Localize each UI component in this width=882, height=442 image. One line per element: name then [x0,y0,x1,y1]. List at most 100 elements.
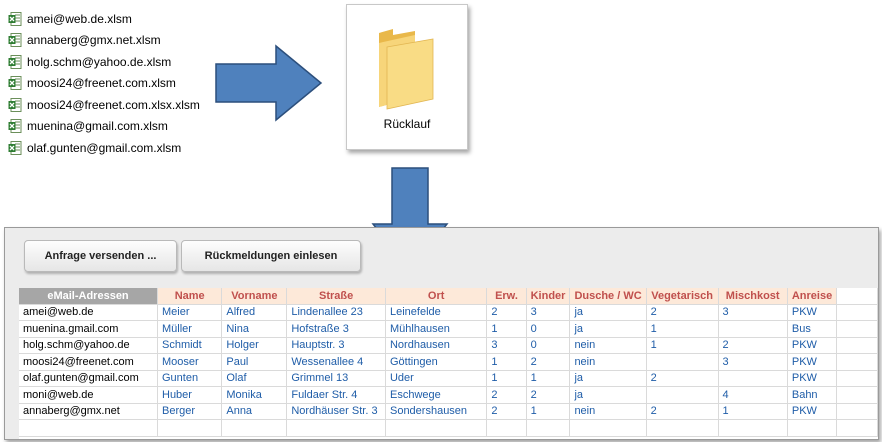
send-request-button[interactable]: Anfrage versenden ... [24,240,177,272]
column-header[interactable]: Kinder [526,288,571,305]
table-cell[interactable]: 1 [718,403,788,420]
table-cell[interactable]: muenina.gmail.com [19,320,158,338]
table-cell[interactable]: Olaf [221,370,288,387]
table-cell[interactable]: 3 [486,337,527,354]
table-cell[interactable]: 0 [526,320,571,338]
column-header[interactable]: Erw. [486,288,527,305]
table-cell[interactable]: ja [569,370,647,387]
table-cell[interactable] [526,419,571,437]
table-cell[interactable]: Mühlhausen [385,320,488,338]
read-responses-button[interactable]: Rückmeldungen einlesen [181,240,361,272]
file-item[interactable]: moosi24@freenet.com.xlsx.xlsm [8,94,200,116]
table-cell[interactable]: Hofstraße 3 [286,320,386,338]
table-cell[interactable]: 1 [646,337,719,354]
table-cell[interactable]: 1 [526,370,571,387]
table-cell[interactable]: annaberg@gmx.net [19,403,158,420]
table-cell[interactable]: ja [569,304,647,321]
table-cell[interactable]: Anna [221,403,288,420]
table-cell[interactable]: Müller [157,320,223,338]
file-item[interactable]: muenina@gmail.com.xlsm [8,116,200,138]
table-cell[interactable]: ja [569,320,647,338]
file-item[interactable]: holg.schm@yahoo.de.xlsm [8,51,200,73]
column-header[interactable]: eMail-Adressen [19,288,158,305]
column-header[interactable]: Mischkost [718,288,788,305]
table-cell[interactable]: moni@web.de [19,386,158,404]
table-cell[interactable]: Meier [157,304,223,321]
table-cell[interactable]: PKW [787,337,838,354]
column-header[interactable]: Dusche / WC [569,288,647,305]
table-cell[interactable]: Berger [157,403,223,420]
table-cell[interactable]: Bus [787,320,838,338]
column-header[interactable]: Name [157,288,223,305]
column-header[interactable]: Vegetarisch [646,288,719,305]
table-cell[interactable]: Gunten [157,370,223,387]
table-cell[interactable] [646,353,719,371]
table-cell[interactable]: 1 [646,320,719,338]
table-cell[interactable]: Holger [221,337,288,354]
file-item[interactable]: olaf.gunten@gmail.com.xlsm [8,137,200,159]
table-cell[interactable] [836,353,878,371]
table-cell[interactable]: holg.schm@yahoo.de [19,337,158,354]
file-item[interactable]: moosi24@freenet.com.xlsm [8,73,200,95]
table-cell[interactable]: nein [569,353,647,371]
table-cell[interactable] [718,419,788,437]
table-cell[interactable]: Nordhäuser Str. 3 [286,403,386,420]
table-cell[interactable]: 3 [718,304,788,321]
table-cell[interactable] [836,403,878,420]
table-cell[interactable]: 2 [526,386,571,404]
table-cell[interactable]: Huber [157,386,223,404]
table-cell[interactable]: Grimmel 13 [286,370,386,387]
table-cell[interactable]: 2 [486,304,527,321]
table-cell[interactable]: Uder [385,370,488,387]
table-cell[interactable]: nein [569,337,647,354]
table-cell[interactable]: PKW [787,370,838,387]
table-cell[interactable] [787,419,838,437]
column-header[interactable]: Straße [286,288,386,305]
table-cell[interactable]: 2 [486,403,527,420]
table-cell[interactable]: Alfred [221,304,288,321]
table-cell[interactable]: 2 [646,304,719,321]
table-cell[interactable] [646,386,719,404]
table-cell[interactable] [836,320,878,338]
table-cell[interactable]: Sondershausen [385,403,488,420]
table-cell[interactable]: Schmidt [157,337,223,354]
table-cell[interactable] [19,419,158,437]
table-cell[interactable]: Bahn [787,386,838,404]
file-item[interactable]: amei@web.de.xlsm [8,8,200,30]
table-cell[interactable]: Eschwege [385,386,488,404]
table-cell[interactable] [836,370,878,387]
table-cell[interactable] [646,419,719,437]
table-cell[interactable]: 2 [526,353,571,371]
table-cell[interactable]: Wessenallee 4 [286,353,386,371]
table-cell[interactable]: Paul [221,353,288,371]
table-cell[interactable]: Lindenallee 23 [286,304,386,321]
table-cell[interactable] [157,419,223,437]
table-cell[interactable]: olaf.gunten@gmail.com [19,370,158,387]
table-cell[interactable] [286,419,386,437]
column-header[interactable]: Anreise [787,288,838,305]
table-cell[interactable]: 2 [646,403,719,420]
table-cell[interactable]: PKW [787,403,838,420]
table-cell[interactable] [718,320,788,338]
table-cell[interactable] [836,419,878,437]
column-header-empty[interactable] [836,288,878,305]
table-cell[interactable] [385,419,488,437]
table-cell[interactable]: Nina [221,320,288,338]
table-cell[interactable]: Nordhausen [385,337,488,354]
table-cell[interactable]: 2 [718,337,788,354]
table-cell[interactable]: 2 [646,370,719,387]
table-cell[interactable]: Hauptstr. 3 [286,337,386,354]
table-cell[interactable]: 1 [486,353,527,371]
table-cell[interactable]: 1 [526,403,571,420]
table-cell[interactable]: Mooser [157,353,223,371]
folder-card[interactable]: Rücklauf [346,4,468,150]
table-cell[interactable] [836,386,878,404]
table-cell[interactable]: 3 [718,353,788,371]
table-cell[interactable]: Monika [221,386,288,404]
table-cell[interactable]: 2 [486,386,527,404]
